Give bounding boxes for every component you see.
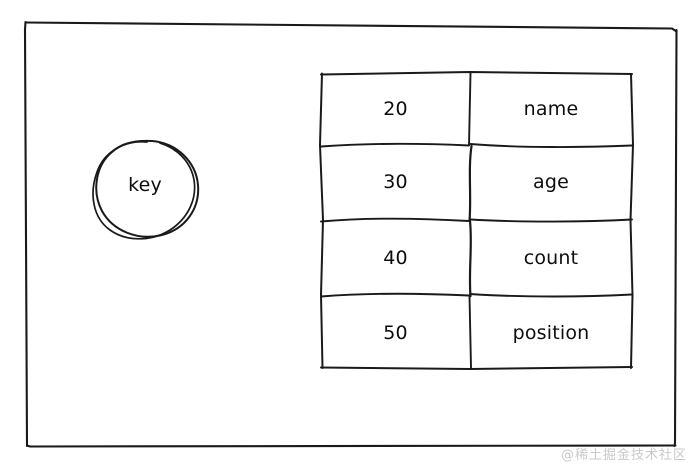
table-cell-index: 40 [383, 247, 408, 269]
table-cell-index: 20 [383, 98, 408, 120]
table-cell-name: position [512, 322, 590, 344]
table-cell-index: 50 [383, 322, 408, 344]
outer-frame [23, 20, 678, 448]
key-node-label: key [128, 174, 162, 196]
table-cell-name: name [523, 98, 579, 120]
table-cell-name: count [523, 247, 579, 269]
table-cell-name: age [533, 171, 569, 193]
watermark: @稀土掘金技术社区 [560, 448, 687, 463]
table-cell-index: 30 [383, 171, 408, 193]
